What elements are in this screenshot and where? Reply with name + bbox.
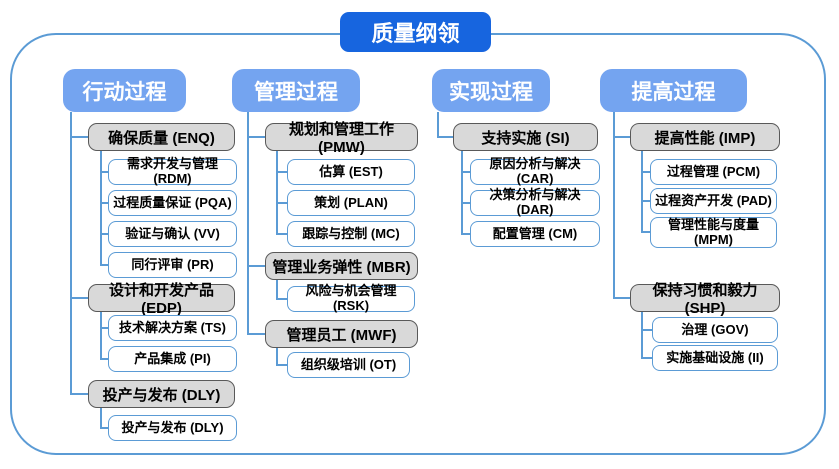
connector-line — [461, 202, 470, 204]
node-pi: 产品集成 (PI) — [108, 346, 237, 372]
connector-line — [641, 357, 652, 359]
connector-line — [437, 136, 453, 138]
connector-line — [100, 327, 108, 329]
connector-line — [641, 200, 650, 202]
connector-line — [100, 427, 108, 429]
connector-line — [461, 151, 463, 235]
connector-line — [247, 265, 265, 267]
connector-line — [100, 264, 108, 266]
connector-line — [100, 358, 108, 360]
connector-line — [641, 329, 652, 331]
node-mwf: 管理员工 (MWF) — [265, 320, 418, 348]
connector-line — [247, 136, 265, 138]
node-ts: 技术解决方案 (TS) — [108, 315, 237, 341]
column-header-action-process: 行动过程 — [63, 69, 186, 112]
node-pmw: 规划和管理工作 (PMW) — [265, 121, 418, 156]
connector-line — [70, 393, 88, 395]
connector-line — [247, 112, 249, 335]
connector-line — [276, 298, 287, 300]
connector-line — [613, 112, 615, 299]
node-edp: 设计和开发产品 (EDP) — [88, 282, 235, 317]
connector-line — [100, 312, 102, 360]
node-mpm: 管理性能与度量 (MPM) — [650, 217, 777, 248]
column-header-improvement-process: 提高过程 — [600, 69, 747, 112]
node-mbr: 管理业务弹性 (MBR) — [265, 252, 418, 280]
node-plan: 策划 (PLAN) — [287, 190, 415, 216]
connector-line — [641, 171, 650, 173]
node-pqa: 过程质量保证 (PQA) — [108, 190, 237, 216]
node-mc: 跟踪与控制 (MC) — [287, 221, 415, 247]
connector-line — [641, 231, 650, 233]
node-ot: 组织级培训 (OT) — [287, 352, 410, 378]
column-header-realization-process: 实现过程 — [432, 69, 550, 112]
connector-line — [276, 202, 287, 204]
node-pr: 同行评审 (PR) — [108, 252, 237, 278]
node-gov: 治理 (GOV) — [652, 317, 778, 343]
node-dar: 决策分析与解决 (DAR) — [470, 187, 600, 217]
node-si: 支持实施 (SI) — [453, 123, 598, 151]
connector-line — [70, 297, 88, 299]
node-vv: 验证与确认 (VV) — [108, 221, 237, 247]
connector-line — [70, 136, 88, 138]
connector-line — [276, 364, 287, 366]
node-shp: 保持习惯和毅力 (SHP) — [630, 282, 780, 317]
node-dly-group: 投产与发布 (DLY) — [88, 380, 235, 408]
connector-line — [100, 151, 102, 266]
connector-line — [613, 136, 630, 138]
connector-line — [461, 171, 470, 173]
node-ii: 实施基础设施 (II) — [652, 345, 778, 371]
connector-line — [247, 333, 265, 335]
node-est: 估算 (EST) — [287, 159, 415, 185]
node-dly-leaf: 投产与发布 (DLY) — [108, 415, 237, 441]
diagram-title: 质量纲领 — [340, 12, 491, 52]
connector-line — [100, 202, 108, 204]
connector-line — [100, 233, 108, 235]
connector-line — [641, 312, 643, 359]
node-rdm: 需求开发与管理 (RDM) — [108, 156, 237, 186]
connector-line — [613, 297, 630, 299]
connector-line — [100, 171, 108, 173]
connector-line — [276, 151, 278, 235]
node-car: 原因分析与解决 (CAR) — [470, 156, 600, 186]
connector-line — [70, 112, 72, 395]
connector-line — [641, 151, 643, 233]
node-rsk: 风险与机会管理 (RSK) — [287, 283, 415, 313]
connector-line — [276, 171, 287, 173]
node-cm: 配置管理 (CM) — [470, 221, 600, 247]
connector-line — [100, 408, 102, 429]
node-imp: 提高性能 (IMP) — [630, 123, 780, 151]
connector-line — [437, 112, 439, 138]
node-pcm: 过程管理 (PCM) — [650, 159, 777, 185]
connector-line — [276, 348, 278, 366]
node-enq: 确保质量 (ENQ) — [88, 123, 235, 151]
node-pad: 过程资产开发 (PAD) — [650, 188, 777, 214]
connector-line — [461, 233, 470, 235]
connector-line — [276, 280, 278, 300]
connector-line — [276, 233, 287, 235]
column-header-management-process: 管理过程 — [232, 69, 360, 112]
